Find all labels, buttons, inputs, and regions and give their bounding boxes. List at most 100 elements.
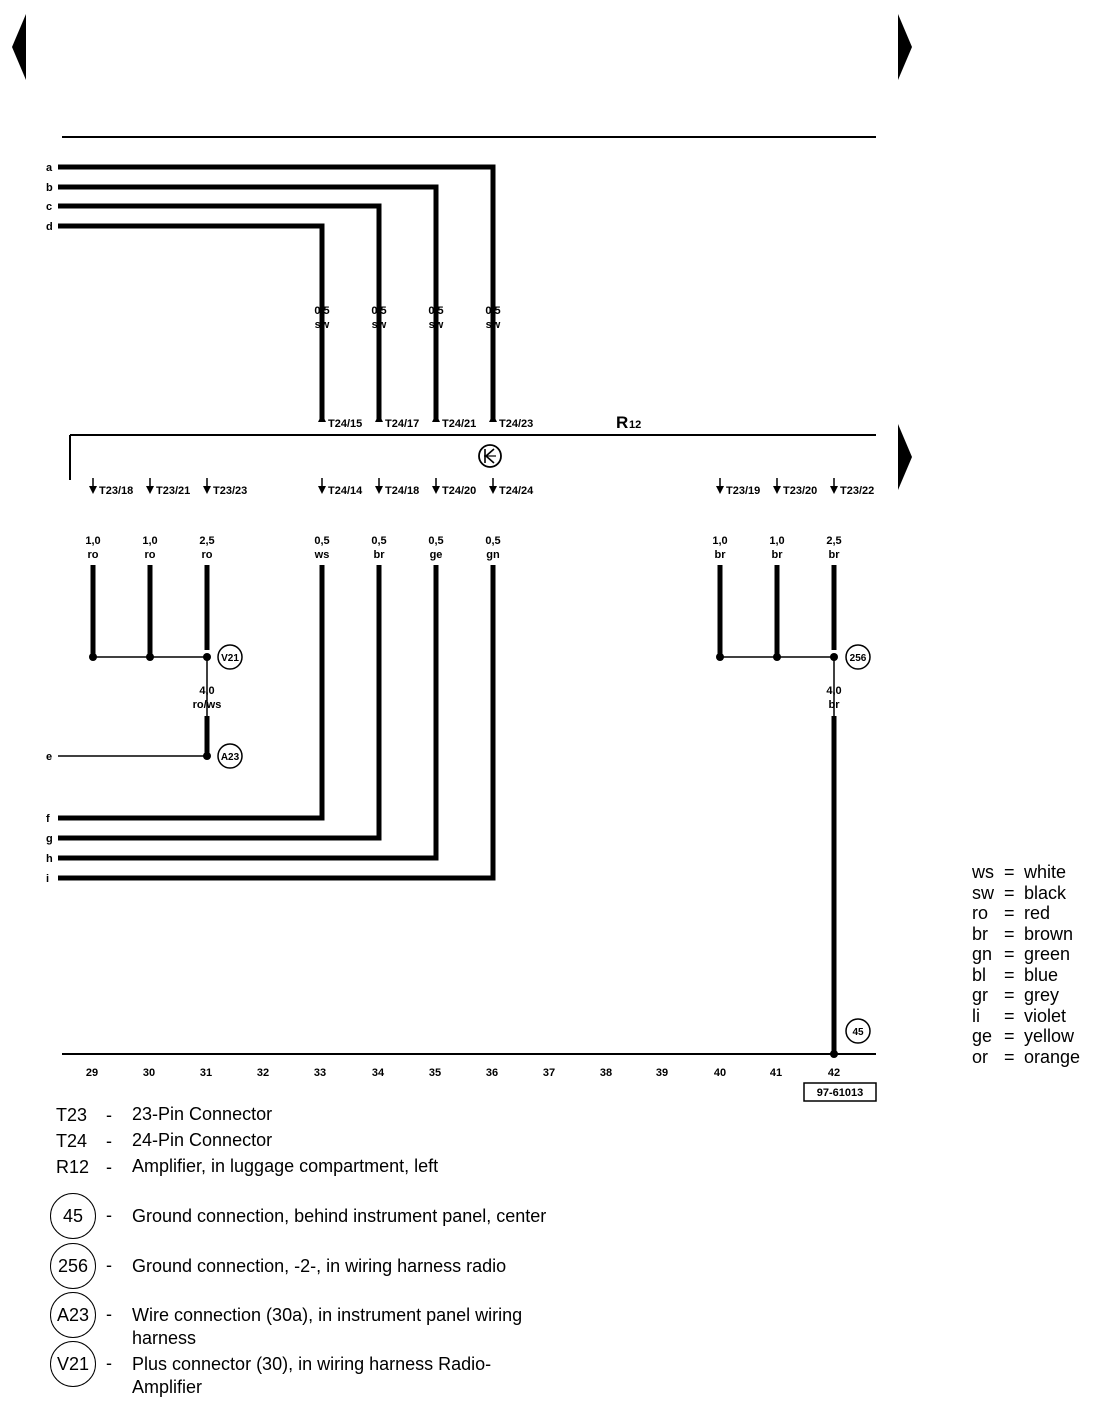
svg-text:256: 256 [850, 653, 867, 664]
wire-connection-badge-icon: A23 [50, 1292, 96, 1338]
bottom-wire-color: ro [88, 549, 99, 561]
bottom-wire-color: ge [430, 549, 443, 561]
badge-256: 256 [845, 644, 871, 670]
column-number: 42 [828, 1067, 840, 1079]
top-input-wire-letters: a b c d [46, 162, 53, 233]
bottom-pin-labels: T23/18 T23/21 T23/23 T24/14 T24/18 T24/2… [99, 485, 874, 497]
legend-row: br=brown [972, 923, 1074, 944]
top-pin-labels: T24/15 T24/17 T24/21 T24/23 [328, 418, 533, 430]
wire-c [58, 203, 382, 420]
ground-badge-icon: 45 [50, 1193, 96, 1239]
ground-badge-icon: 256 [50, 1243, 96, 1289]
column-numbers: 29 30 31 32 33 34 35 36 37 38 39 40 41 4… [86, 1067, 840, 1079]
bottom-pin-label: T23/23 [213, 485, 247, 497]
bottom-wire-letters: e f g h i [46, 751, 53, 885]
junction-bus-lines [58, 656, 835, 757]
column-number: 32 [257, 1067, 269, 1079]
bottom-wire-gauge: 0,5 [428, 535, 443, 547]
bottom-wire-gauge: 1,0 [85, 535, 100, 547]
color-legend: ws=white sw=black ro=red br=brown gn=gre… [972, 862, 1080, 1067]
legend-row: li=violet [972, 1005, 1067, 1026]
bottom-wire-labels: 1,0 ro 1,0 ro 2,5 ro 0,5 ws 0,5 br 0,5 g… [85, 535, 841, 561]
column-number: 29 [86, 1067, 98, 1079]
junction-dots [89, 653, 838, 1058]
top-pin-arrows [318, 414, 497, 422]
wire-letter-h: h [46, 853, 53, 865]
badge-a23: A23 [217, 743, 243, 769]
bottom-wire-color: gn [486, 549, 500, 561]
bottom-wire-color: br [772, 549, 784, 561]
column-number: 30 [143, 1067, 155, 1079]
legend-row: ro=red [972, 903, 1051, 923]
figure-id: 97-61013 [817, 1087, 864, 1099]
bottom-wire-gauge: 2,5 [826, 535, 841, 547]
amplifier-name: R [616, 413, 628, 432]
bottom-wire-gauge: 0,5 [371, 535, 386, 547]
next-page-arrow-icon[interactable] [898, 14, 912, 80]
wire-letter-d: d [46, 221, 53, 233]
top-input-wires [58, 164, 496, 420]
top-pin-label: T24/23 [499, 418, 533, 430]
wire-letter-c: c [46, 201, 52, 213]
bottom-pin-label: T23/22 [840, 485, 874, 497]
column-number: 41 [770, 1067, 782, 1079]
bottom-wire-color: br [374, 549, 386, 561]
column-number: 38 [600, 1067, 612, 1079]
junction-wire-gauge: 4,0 [826, 685, 841, 697]
wire-h [58, 565, 439, 861]
badge-v21: V21 [217, 644, 243, 670]
column-number: 31 [200, 1067, 212, 1079]
legend-row: bl=blue [972, 964, 1059, 985]
bottom-pin-label: T23/21 [156, 485, 190, 497]
top-wire-gauge: 0,5 [314, 305, 329, 317]
junction-wire-color: br [829, 699, 841, 711]
wire-f [58, 565, 325, 821]
bottom-wire-gauge: 1,0 [142, 535, 157, 547]
top-wire-gauge: 0,5 [428, 305, 443, 317]
bottom-wires [58, 565, 837, 1054]
svg-text:45: 45 [852, 1027, 864, 1038]
column-number: 33 [314, 1067, 326, 1079]
column-number: 37 [543, 1067, 555, 1079]
legend-row: sw=black [972, 882, 1067, 903]
bottom-wire-color: ro [145, 549, 156, 561]
wire-letter-e: e [46, 751, 52, 763]
svg-text:V21: V21 [221, 653, 239, 664]
bottom-wire-gauge: 2,5 [199, 535, 214, 547]
junction-wire-labels: 4,0 ro/ws 4,0 br [193, 685, 842, 711]
top-pin-label: T24/15 [328, 418, 362, 430]
top-wire-gauge: 0,5 [371, 305, 386, 317]
bottom-wire-color: ro [202, 549, 213, 561]
bottom-pin-stubs [92, 478, 835, 490]
column-number: 34 [372, 1067, 385, 1079]
prev-page-arrow-icon[interactable] [12, 14, 26, 80]
continue-arrow-icon[interactable] [898, 424, 912, 490]
bottom-pin-label: T24/20 [442, 485, 476, 497]
bottom-wire-color: br [829, 549, 841, 561]
amplifier-number: 12 [629, 419, 641, 431]
top-pin-label: T24/17 [385, 418, 419, 430]
wire-letter-b: b [46, 182, 53, 194]
bottom-wire-gauge: 0,5 [314, 535, 329, 547]
bottom-wire-gauge: 1,0 [712, 535, 727, 547]
top-wire-color: sw [315, 319, 330, 331]
bottom-pin-label: T24/14 [328, 485, 363, 497]
figure-id-box: 97-61013 [803, 1082, 877, 1102]
junction-wire-gauge: 4,0 [199, 685, 214, 697]
top-wire-color: sw [429, 319, 444, 331]
legend-row: gn=green [972, 944, 1071, 964]
bottom-pin-label: T23/20 [783, 485, 817, 497]
legend-row: ge=yellow [972, 1026, 1075, 1046]
wire-letter-f: f [46, 813, 50, 825]
badge-45: 45 [845, 1018, 871, 1044]
column-number: 35 [429, 1067, 441, 1079]
top-pin-label: T24/21 [442, 418, 476, 430]
wire-i [58, 565, 496, 881]
bottom-wire-gauge: 1,0 [769, 535, 784, 547]
top-wire-gauge: 0,5 [485, 305, 500, 317]
top-wire-labels: 0,5 sw 0,5 sw 0,5 sw 0,5 sw [314, 305, 500, 331]
legend-row: or=orange [972, 1046, 1081, 1067]
top-wire-color: sw [372, 319, 387, 331]
legend-row: gr=grey [972, 985, 1060, 1005]
